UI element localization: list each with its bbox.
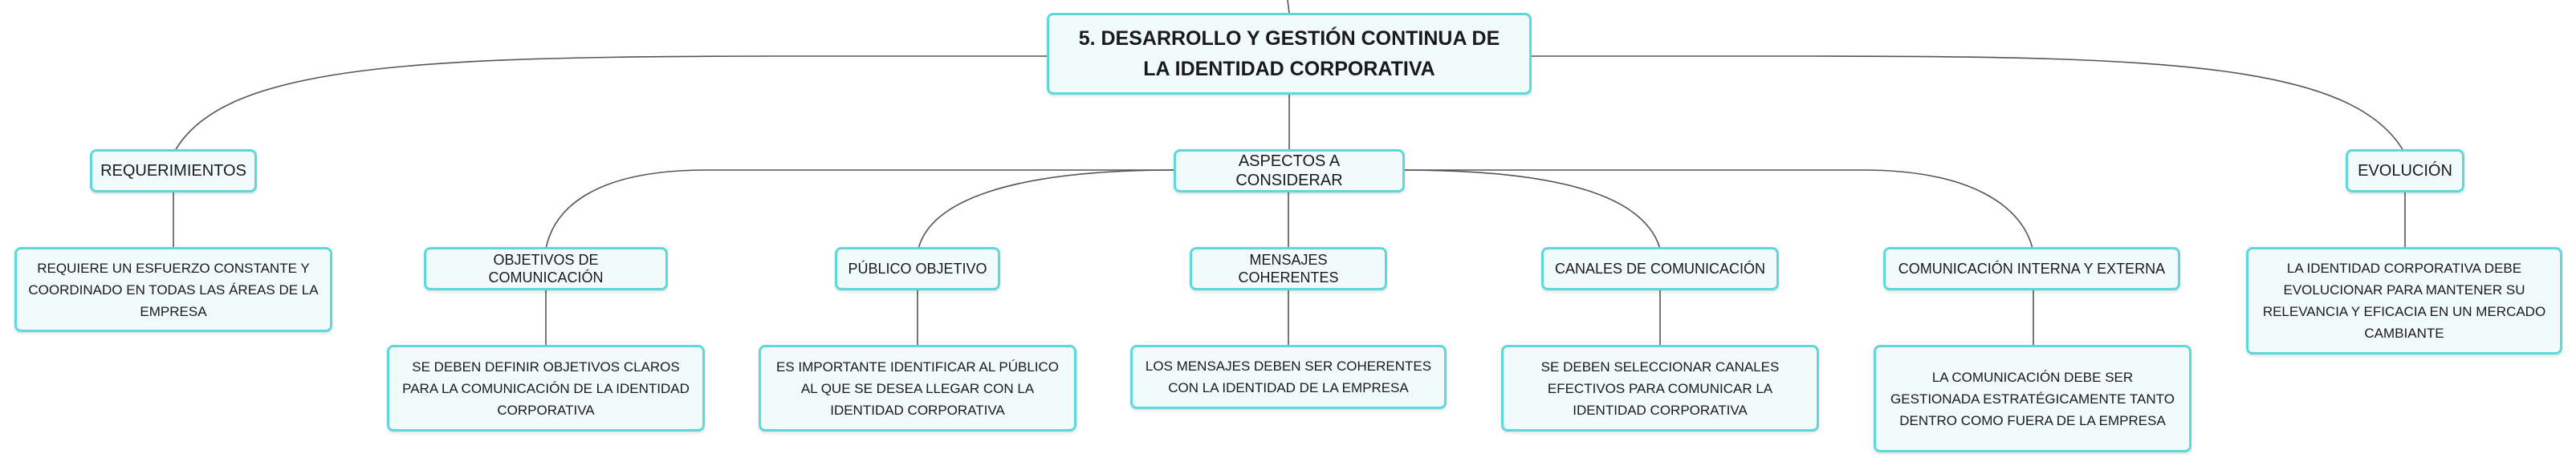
detail-node-text: SE DEBEN SELECCIONAR CANALES EFECTIVOS P… bbox=[1540, 359, 1780, 418]
branch-node-label: ASPECTOS A CONSIDERAR bbox=[1235, 152, 1343, 189]
detail-node-text: LA COMUNICACIÓN DEBE SER GESTIONADA ESTR… bbox=[1890, 369, 2175, 428]
detail-node-text: REQUIERE UN ESFUERZO CONSTANTE Y COORDIN… bbox=[28, 260, 319, 319]
detail-node-objetivos[interactable]: SE DEBEN DEFINIR OBJETIVOS CLAROS PARA L… bbox=[387, 345, 705, 432]
sub-node-label: CANALES DE COMUNICACIÓN bbox=[1554, 261, 1766, 277]
root-node[interactable]: 5. DESARROLLO Y GESTIÓN CONTINUA DE LA I… bbox=[1047, 13, 1532, 95]
sub-node-label: PÚBLICO OBJETIVO bbox=[848, 261, 987, 277]
branch-node-label: EVOLUCIÓN bbox=[2358, 162, 2452, 180]
root-node-label: 5. DESARROLLO Y GESTIÓN CONTINUA DE LA I… bbox=[1078, 27, 1500, 80]
detail-node-mensajes[interactable]: LOS MENSAJES DEBEN SER COHERENTES CON LA… bbox=[1130, 345, 1447, 409]
sub-node-label: COMUNICACIÓN INTERNA Y EXTERNA bbox=[1898, 261, 2166, 277]
connector-root-parent bbox=[1287, 0, 1290, 14]
connector-root-requerimientos bbox=[174, 55, 1047, 152]
detail-node-publico[interactable]: ES IMPORTANTE IDENTIFICAR AL PÚBLICO AL … bbox=[759, 345, 1076, 432]
branch-node-evolucion[interactable]: EVOLUCIÓN bbox=[2346, 149, 2464, 192]
detail-node-comunicacion[interactable]: LA COMUNICACIÓN DEBE SER GESTIONADA ESTR… bbox=[1874, 345, 2191, 452]
connector-aspectos-canales bbox=[1402, 169, 1661, 249]
branch-node-label: REQUERIMIENTOS bbox=[100, 162, 246, 180]
detail-node-text: LOS MENSAJES DEBEN SER COHERENTES CON LA… bbox=[1145, 359, 1432, 395]
sub-node-label: MENSAJES COHERENTES bbox=[1238, 252, 1339, 286]
sub-node-comunicacion[interactable]: COMUNICACIÓN INTERNA Y EXTERNA bbox=[1883, 247, 2180, 290]
connector-root-evolucion bbox=[1532, 55, 2404, 152]
detail-node-canales[interactable]: SE DEBEN SELECCIONAR CANALES EFECTIVOS P… bbox=[1501, 345, 1819, 432]
connector-aspectos-objetivos bbox=[545, 169, 1175, 249]
detail-node-evolucion[interactable]: LA IDENTIDAD CORPORATIVA DEBE EVOLUCIONA… bbox=[2246, 247, 2562, 355]
connector-aspectos-publico bbox=[918, 169, 1176, 249]
detail-node-text: LA IDENTIDAD CORPORATIVA DEBE EVOLUCIONA… bbox=[2262, 261, 2546, 341]
branch-node-requerimientos[interactable]: REQUERIMIENTOS bbox=[90, 149, 257, 192]
sub-node-publico[interactable]: PÚBLICO OBJETIVO bbox=[835, 247, 1000, 290]
sub-node-canales[interactable]: CANALES DE COMUNICACIÓN bbox=[1541, 247, 1779, 290]
detail-node-requerimientos[interactable]: REQUIERE UN ESFUERZO CONSTANTE Y COORDIN… bbox=[14, 247, 332, 332]
branch-node-aspectos[interactable]: ASPECTOS A CONSIDERAR bbox=[1174, 149, 1405, 192]
connector-aspectos-comunicacion bbox=[1403, 169, 2033, 249]
detail-node-text: ES IMPORTANTE IDENTIFICAR AL PÚBLICO AL … bbox=[775, 359, 1060, 418]
sub-node-mensajes[interactable]: MENSAJES COHERENTES bbox=[1190, 247, 1387, 290]
sub-node-objetivos[interactable]: OBJETIVOS DE COMUNICACIÓN bbox=[424, 247, 668, 290]
sub-node-label: OBJETIVOS DE COMUNICACIÓN bbox=[488, 252, 604, 286]
detail-node-text: SE DEBEN DEFINIR OBJETIVOS CLAROS PARA L… bbox=[402, 359, 690, 418]
